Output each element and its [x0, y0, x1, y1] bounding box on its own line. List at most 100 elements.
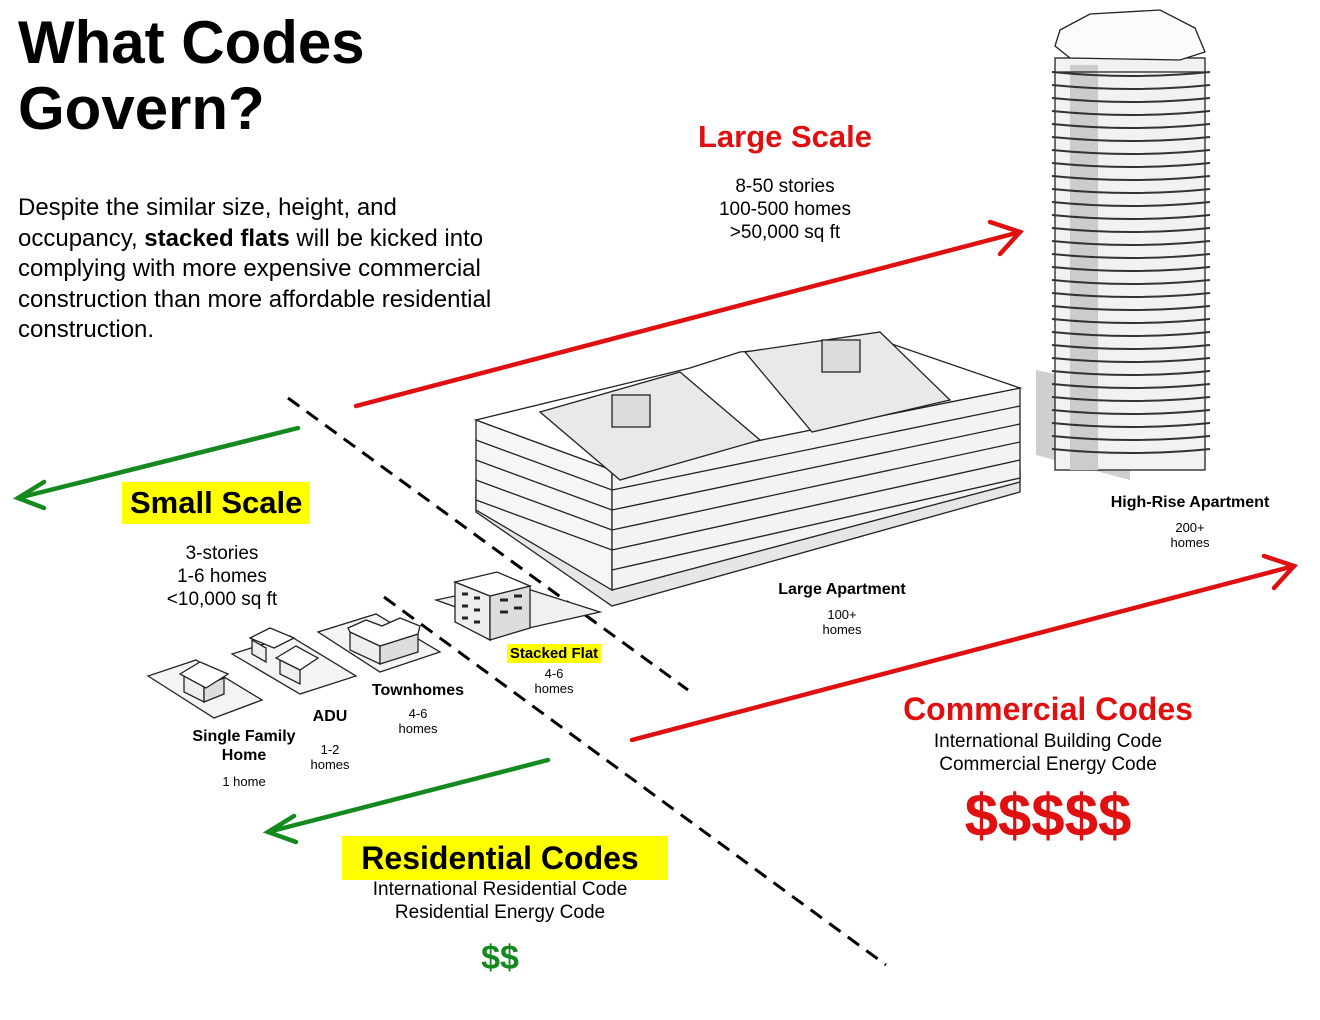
stacked-flat-label: Stacked Flat 4-6 homes	[474, 644, 634, 696]
large-apartment-label: Large Apartment 100+ homes	[752, 581, 932, 637]
high-rise-floor-slab	[1051, 448, 1211, 454]
stacked-flat-homes-count: 4-6	[544, 666, 564, 681]
commercial-codes-block: Commercial Codes International Building …	[878, 690, 1218, 848]
large-apartment-name: Large Apartment	[778, 581, 906, 598]
high-rise-floors	[1051, 71, 1211, 454]
large-scale-details: 8-50 stories 100-500 homes >50,000 sq ft	[660, 175, 910, 244]
high-rise-homes-unit: homes	[1170, 535, 1210, 550]
stacked-flat-illustration	[433, 571, 603, 642]
page-title: What Codes Govern?	[18, 9, 365, 142]
townhomes-label: Townhomes 4-6 homes	[348, 682, 488, 736]
commercial-codes-heading: Commercial Codes	[903, 691, 1193, 727]
residential-codes-list: International Residential Code Residenti…	[330, 878, 670, 924]
large-apartment-illustration	[473, 331, 1023, 607]
large-scale-line: >50,000 sq ft	[729, 222, 841, 243]
high-rise-floor-slab	[1051, 396, 1211, 402]
high-rise-floor-slab	[1051, 136, 1211, 142]
divider-line-lower	[383, 595, 887, 967]
high-rise-floor-slab	[1051, 227, 1211, 233]
intro-text-before: Despite the similar size, height, and oc…	[18, 194, 397, 252]
high-rise-label: High-Rise Apartment 200+ homes	[1090, 494, 1290, 550]
large-scale-line: 8-50 stories	[735, 176, 835, 197]
residential-code-item: International Residential Code	[372, 879, 628, 900]
adu-name: ADU	[312, 708, 348, 725]
residential-code-item: Residential Energy Code	[394, 902, 606, 923]
high-rise-floor-slab	[1051, 214, 1211, 220]
high-rise-floor-slab	[1051, 279, 1211, 285]
high-rise-floor-slab	[1051, 292, 1211, 298]
arrow-commercial-codes	[629, 553, 1298, 743]
high-rise-homes: 200+ homes	[1090, 520, 1290, 550]
high-rise-floor-slab	[1051, 305, 1211, 311]
high-rise-floor-slab	[1051, 370, 1211, 376]
adu-label: ADU 1-2 homes	[290, 708, 370, 772]
single-family-name: Single Family Home	[178, 727, 310, 765]
large-apartment-homes: 100+ homes	[752, 607, 932, 637]
high-rise-floor-slab	[1051, 383, 1211, 389]
single-family-label: Single Family Home 1 home	[178, 727, 310, 789]
commercial-cost: $$$$$	[964, 782, 1132, 849]
small-scale-details: 3-stories 1-6 homes <10,000 sq ft	[122, 542, 322, 611]
high-rise-floor-slab	[1051, 331, 1211, 337]
townhomes-homes-unit: homes	[398, 721, 438, 736]
townhomes-illustration	[316, 613, 442, 673]
high-rise-floor-slab	[1051, 123, 1211, 129]
arrow-small-scale	[12, 425, 301, 511]
small-scale-line: <10,000 sq ft	[166, 589, 278, 610]
divider-line-upper	[287, 396, 689, 692]
commercial-code-item: Commercial Energy Code	[939, 754, 1157, 775]
high-rise-floor-slab	[1051, 188, 1211, 194]
large-apartment-homes-count: 100+	[827, 607, 857, 622]
adu-homes: 1-2 homes	[290, 742, 370, 772]
high-rise-floor-slab	[1051, 318, 1211, 324]
high-rise-floor-slab	[1051, 240, 1211, 246]
residential-codes-heading: Residential Codes	[361, 840, 639, 876]
large-scale-block: Large Scale 8-50 stories 100-500 homes >…	[660, 118, 910, 244]
high-rise-floor-slab	[1051, 175, 1211, 181]
high-rise-floor-slab	[1051, 149, 1211, 155]
high-rise-floor-slab	[1051, 110, 1211, 116]
small-scale-line: 3-stories	[185, 543, 259, 564]
large-scale-heading: Large Scale	[697, 119, 873, 154]
high-rise-floor-slab	[1051, 357, 1211, 363]
small-scale-line: 1-6 homes	[177, 566, 267, 587]
adu-homes-count: 1-2	[320, 742, 340, 757]
residential-codes-block: Residential Codes International Resident…	[330, 838, 670, 978]
high-rise-floor-slab	[1051, 409, 1211, 415]
single-family-name-line: Home	[221, 747, 267, 764]
high-rise-floor-slab	[1051, 266, 1211, 272]
stacked-flat-name: Stacked Flat	[506, 644, 602, 663]
stacked-flat-homes: 4-6 homes	[474, 666, 634, 696]
residential-heading-highlight	[342, 836, 668, 880]
intro-text-after: will be kicked into complying with more …	[18, 224, 492, 344]
townhomes-homes: 4-6 homes	[348, 706, 488, 736]
single-family-illustration	[146, 659, 264, 719]
commercial-code-item: International Building Code	[933, 731, 1163, 752]
large-scale-line: 100-500 homes	[718, 199, 852, 220]
high-rise-floor-slab	[1051, 422, 1211, 428]
high-rise-homes-count: 200+	[1175, 520, 1205, 535]
single-family-name-line: Single Family	[192, 728, 296, 745]
intro-text-bold: stacked flats	[144, 224, 290, 252]
high-rise-floor-slab	[1051, 435, 1211, 441]
residential-cost: $$	[481, 939, 519, 977]
high-rise-floor-slab	[1051, 253, 1211, 259]
adu-homes-unit: homes	[310, 757, 350, 772]
high-rise-floor-slab	[1051, 71, 1211, 77]
small-scale-heading: Small Scale	[122, 482, 311, 524]
high-rise-floor-slab	[1051, 344, 1211, 350]
commercial-codes-list: International Building Code Commercial E…	[878, 730, 1218, 776]
large-apartment-homes-unit: homes	[822, 622, 862, 637]
high-rise-name: High-Rise Apartment	[1110, 494, 1270, 511]
high-rise-floor-slab	[1051, 97, 1211, 103]
townhomes-name: Townhomes	[371, 682, 465, 699]
arrow-large-scale	[353, 219, 1024, 409]
arrow-residential-codes	[262, 757, 551, 845]
single-family-homes: 1 home	[222, 774, 266, 789]
stacked-flat-homes-unit: homes	[534, 681, 574, 696]
high-rise-floor-slab	[1051, 84, 1211, 90]
high-rise-floor-slab	[1051, 201, 1211, 207]
townhomes-homes-count: 4-6	[408, 706, 428, 721]
high-rise-floor-slab	[1051, 162, 1211, 168]
